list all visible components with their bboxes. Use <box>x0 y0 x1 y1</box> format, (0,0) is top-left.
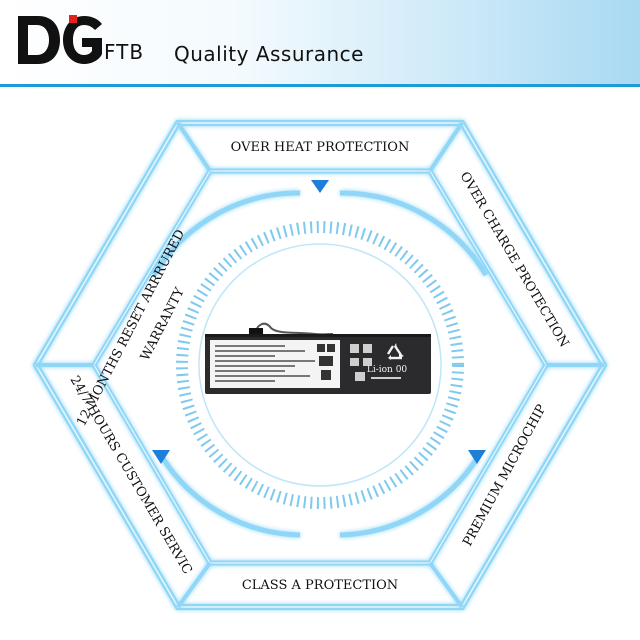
header-banner: FTB Quality Assurance <box>0 0 640 84</box>
dg-logo <box>18 15 102 64</box>
arrow-top-icon <box>311 180 329 193</box>
arrow-right-icon <box>468 450 486 464</box>
arrow-left-icon <box>152 450 170 464</box>
feature-bottom-label: CLASS A PROTECTION <box>242 578 398 593</box>
feature-hexagon: OVER HEAT PROTECTION CLASS A PROTECTION … <box>0 87 608 610</box>
battery-image: Li-ion 00 <box>205 322 431 394</box>
hexagon-connectors <box>36 121 604 609</box>
tick-ring <box>176 221 464 509</box>
tagline: Quality Assurance <box>174 42 364 66</box>
feature-top-left-text: 12 MONTHS RESET ARRRURED <box>74 227 188 429</box>
brand-name: FTB <box>104 40 145 64</box>
arrow-markers <box>152 180 486 464</box>
battery-chemistry-label: Li-ion 00 <box>367 365 408 375</box>
header-divider <box>0 84 640 87</box>
feature-top-label: OVER HEAT PROTECTION <box>231 140 410 155</box>
outer-ring <box>151 190 489 538</box>
feature-top-left-line1: 12 MONTHS RESET ARRRURED <box>74 227 188 429</box>
